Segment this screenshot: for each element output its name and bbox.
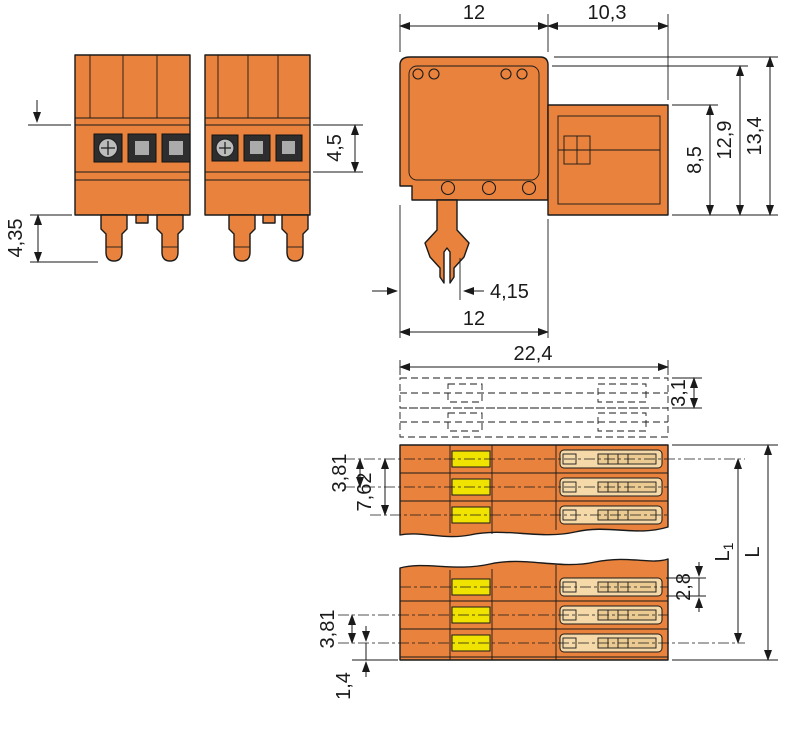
dim-foot-offset: 4,15 bbox=[372, 205, 549, 338]
dim-length-total-label: L bbox=[742, 546, 764, 557]
bottom-hole bbox=[521, 180, 537, 196]
dim-pin-tip: 3,1 bbox=[668, 377, 702, 409]
side-extension bbox=[547, 104, 669, 216]
dim-total-width-label: 22,4 bbox=[514, 343, 553, 365]
dim-extension-width: 10,3 bbox=[547, 2, 669, 100]
connector-body-side bbox=[399, 56, 549, 201]
side-view: 12 10,3 8,5 12,9 13,4 4,15 bbox=[372, 2, 778, 338]
center-tab bbox=[135, 214, 149, 224]
dim-pin-length: 4,35 bbox=[5, 214, 98, 263]
l1-main: L bbox=[712, 550, 734, 561]
strip-view: 22,4 3,1 bbox=[317, 343, 778, 700]
dim-pin-tip-label: 3,1 bbox=[668, 379, 690, 407]
dim-pin-length-label: 4,35 bbox=[5, 219, 27, 258]
dim-end-offset: 1,4 bbox=[333, 626, 398, 700]
solder-pin bbox=[156, 214, 184, 262]
dim-bottom-width-label: 12 bbox=[463, 308, 485, 330]
dim-contact-slot-label: 2,8 bbox=[673, 573, 695, 601]
dim-extension-width-label: 10,3 bbox=[588, 2, 627, 24]
contact-row bbox=[451, 605, 663, 625]
dim-contact-slot: 2,8 bbox=[666, 562, 706, 612]
solder-pin bbox=[281, 214, 309, 262]
dim-contact-height: 4,5 bbox=[313, 124, 363, 173]
dim-length-total: L bbox=[672, 444, 778, 661]
snap-in-foot bbox=[424, 199, 470, 284]
front-view-block-1 bbox=[74, 54, 191, 262]
phantom-pin-outline bbox=[399, 377, 669, 438]
dim-contact-height-label: 4,5 bbox=[324, 134, 346, 162]
bottom-hole bbox=[440, 180, 456, 196]
bottom-hole bbox=[481, 180, 497, 196]
dim-right-heights: 8,5 12,9 13,4 bbox=[552, 56, 778, 216]
front-view: 4,35 4,5 bbox=[5, 54, 363, 263]
dim-length-l1: L1 bbox=[712, 458, 742, 644]
dim-pitch-double: 7,62 bbox=[354, 458, 389, 516]
dim-length-l1-label: L1 bbox=[712, 542, 736, 561]
dim-ext-height-label: 8,5 bbox=[684, 146, 706, 174]
dim-pitch-end-label: 3,81 bbox=[317, 610, 339, 649]
dim-pitch: 3,81 bbox=[329, 454, 364, 493]
center-tab bbox=[262, 214, 276, 224]
latch-hole bbox=[500, 68, 512, 80]
solder-pin bbox=[100, 214, 128, 262]
dim-top-width: 12 bbox=[399, 2, 549, 52]
latch-hole bbox=[412, 68, 424, 80]
front-view-block-2 bbox=[204, 54, 311, 262]
dim-pitch-double-label: 7,62 bbox=[354, 473, 376, 512]
solder-pin bbox=[228, 214, 256, 262]
l1-subscript: 1 bbox=[720, 542, 736, 550]
dim-reference-arrow bbox=[28, 100, 71, 126]
dim-total-width: 22,4 bbox=[399, 343, 669, 375]
latch-hole bbox=[428, 68, 440, 80]
contact-opening bbox=[275, 134, 303, 162]
dim-pitch-end: 3,81 bbox=[317, 610, 356, 649]
dim-pitch-label: 3,81 bbox=[329, 454, 351, 493]
dim-height-inner-label: 12,9 bbox=[714, 121, 736, 160]
dim-end-offset-label: 1,4 bbox=[333, 672, 355, 700]
dim-foot-offset-label: 4,15 bbox=[490, 281, 529, 303]
dim-top-width-label: 12 bbox=[463, 2, 485, 24]
dim-height-total-label: 13,4 bbox=[744, 117, 766, 156]
contact-opening bbox=[127, 133, 157, 163]
dim-bottom-width: 12 bbox=[399, 308, 549, 336]
latch-hole bbox=[516, 68, 528, 80]
row-centerlines bbox=[338, 458, 745, 644]
